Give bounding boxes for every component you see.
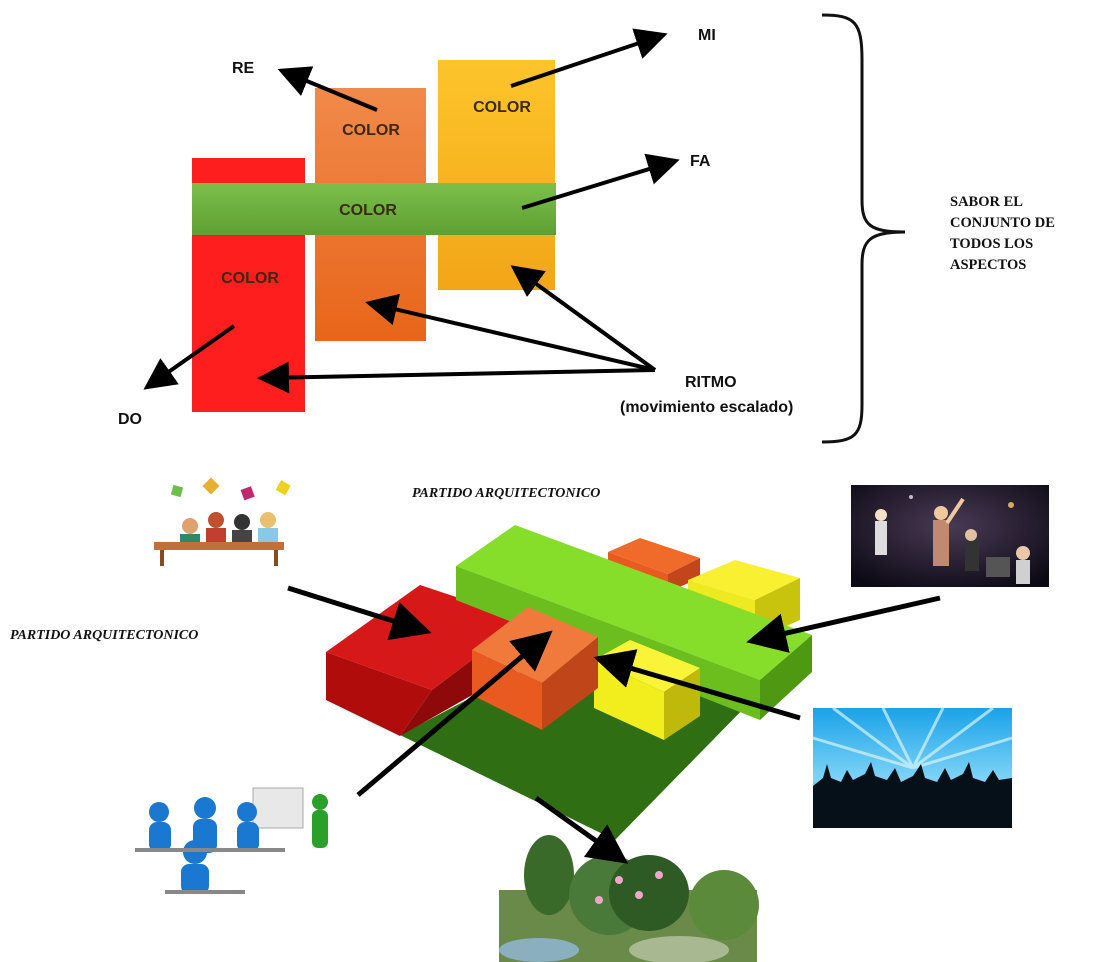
bar-re-label: COLOR	[342, 122, 400, 139]
scale-bars-diagram: COLOR COLOR COLOR COLOR RE MI FA DO RITM…	[118, 13, 1059, 444]
green-bar-side	[760, 635, 812, 720]
arrow-to-mi	[510, 28, 668, 88]
orange-box-side	[542, 637, 598, 730]
arrow-audience-yellow	[593, 649, 801, 721]
arrow-class-orange	[356, 630, 553, 797]
arrow-to-do	[143, 324, 236, 390]
arrow-to-re	[277, 66, 378, 112]
meeting-icon	[154, 477, 291, 566]
ritmo-subtitle: (movimiento escalado)	[620, 399, 793, 416]
note-re: RE	[232, 60, 255, 77]
arrow-ritmo-mi	[510, 265, 657, 372]
brace-text-line-1: SABOR EL	[950, 194, 1023, 210]
arrow-base-garden	[534, 795, 629, 864]
red-block-front	[326, 652, 432, 736]
arrow-ritmo-do	[257, 361, 656, 394]
bottom-arrows	[287, 585, 941, 864]
concert-photo	[851, 485, 1049, 587]
curly-brace	[821, 13, 906, 444]
yellow-back-top	[688, 560, 800, 600]
arrow-to-fa	[521, 153, 680, 210]
bar-mi	[438, 60, 555, 290]
green-bar-top	[456, 525, 812, 680]
partido-title-left: PARTIDO ARQUITECTONICO	[10, 628, 198, 643]
garden-photo	[499, 835, 759, 962]
brace-text-line-4: ASPECTOS	[950, 257, 1026, 273]
top-arrows	[143, 28, 680, 394]
brace-text-line-3: TODOS LOS	[950, 236, 1033, 252]
ritmo-title: RITMO	[685, 374, 737, 391]
audience-photo	[812, 706, 1013, 828]
partido-arquitectonico-diagram: PARTIDO ARQUITECTONICO PARTIDO ARQUITECT…	[10, 477, 1049, 962]
back-orange-side	[668, 558, 700, 592]
arrow-meeting-red	[287, 585, 432, 641]
arrow-ritmo-re	[365, 293, 656, 372]
partido-title-top: PARTIDO ARQUITECTONICO	[412, 486, 600, 501]
note-fa: FA	[690, 153, 711, 170]
bar-fa	[192, 183, 556, 235]
classroom-icon	[135, 787, 328, 894]
bar-fa-label: COLOR	[339, 202, 397, 219]
orange-box-front	[472, 650, 542, 730]
bar-mi-label: COLOR	[473, 99, 531, 116]
bar-do-label: COLOR	[221, 270, 279, 287]
note-mi: MI	[698, 27, 716, 44]
brace-text: SABOR EL CONJUNTO DE TODOS LOS ASPECTOS	[950, 194, 1059, 273]
back-orange-top	[608, 538, 700, 574]
brace-text-line-2: CONJUNTO DE	[950, 215, 1055, 231]
note-do: DO	[118, 411, 142, 428]
arrow-concert-green	[746, 595, 941, 653]
